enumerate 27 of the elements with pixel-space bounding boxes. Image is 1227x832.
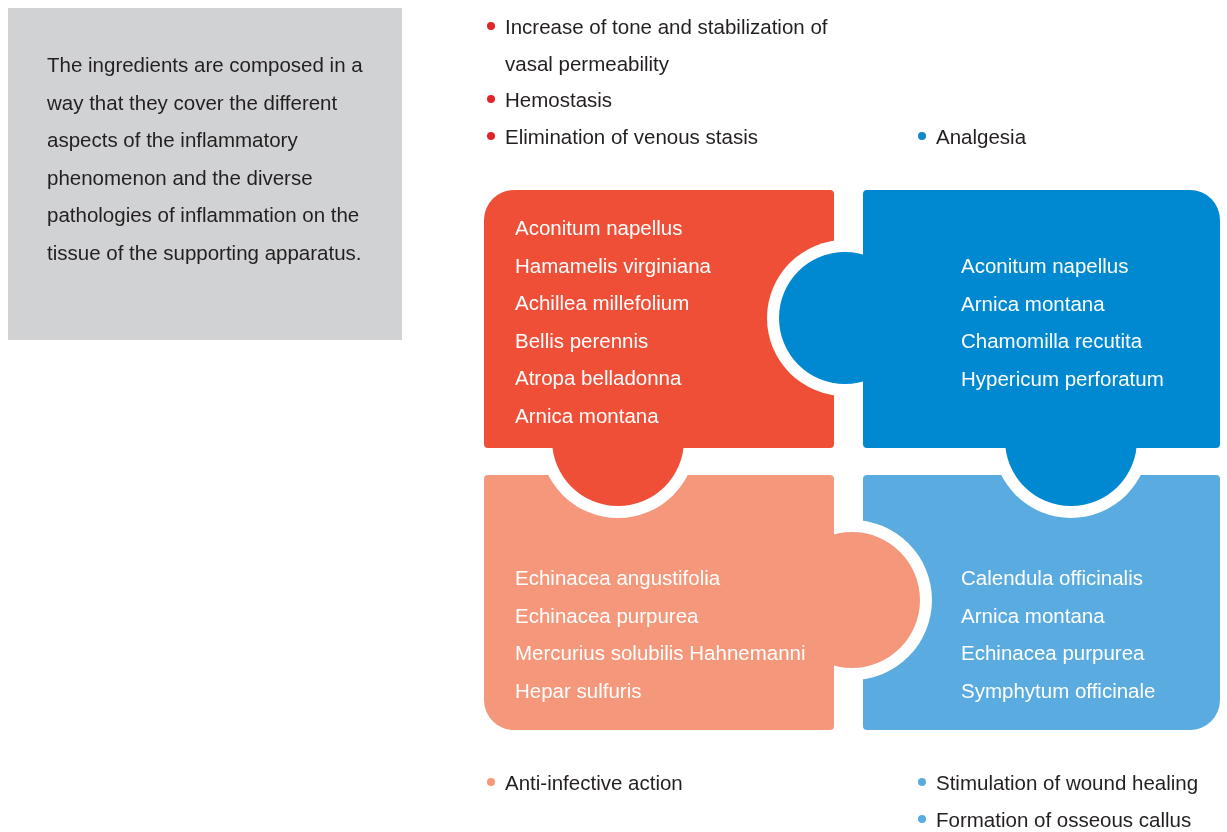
plant-name: Hypericum perforatum <box>961 365 1164 392</box>
plant-name: Atropa belladonna <box>515 365 683 391</box>
plant-name: Echinacea angustifolia <box>515 565 722 591</box>
legend-text: Elimination of venous stasis <box>505 124 758 150</box>
legend-text: Stimulation of wound healing <box>936 770 1199 796</box>
plant-name: Bellis perennis <box>515 327 650 354</box>
plant-name: Echinacea purpurea <box>961 640 1146 666</box>
text-panel <box>8 8 402 340</box>
plant-name: Hamamelis virginiana <box>515 252 711 279</box>
plant-name: Mercurius solubilis Hahnemanni <box>515 640 806 666</box>
plant-name: Arnica montana <box>961 290 1106 317</box>
plant-name: Echinacea purpurea <box>515 602 700 629</box>
plant-name: Aconitum napellus <box>515 215 684 241</box>
plant-name: Calendula officinalis <box>961 565 1144 591</box>
description-text: The ingredients are composed in a way that they cover the different aspects of the inflammatory phenomenon and the diverse pathologies of inflammation on the tissue of the supporting apparatus. <box>47 52 364 266</box>
legend-text: Formation of osseous callus <box>936 807 1192 832</box>
plant-name: Aconitum napellus <box>961 253 1130 279</box>
plant-name: Arnica montana <box>515 402 660 429</box>
legend-text: Anti-infective action <box>505 770 683 796</box>
plant-name: Chamomilla recutita <box>961 328 1144 354</box>
plant-name: Hepar sulfuris <box>515 677 643 704</box>
legend-text: Increase of tone and stabilization of vasal permeability <box>505 14 829 77</box>
plant-name: Symphytum officinale <box>961 677 1156 704</box>
legend-text: Hemostasis <box>505 87 613 113</box>
legend-text: Analgesia <box>936 124 1027 150</box>
plant-name: Achillea millefolium <box>515 290 691 316</box>
plant-name: Arnica montana <box>961 602 1106 629</box>
